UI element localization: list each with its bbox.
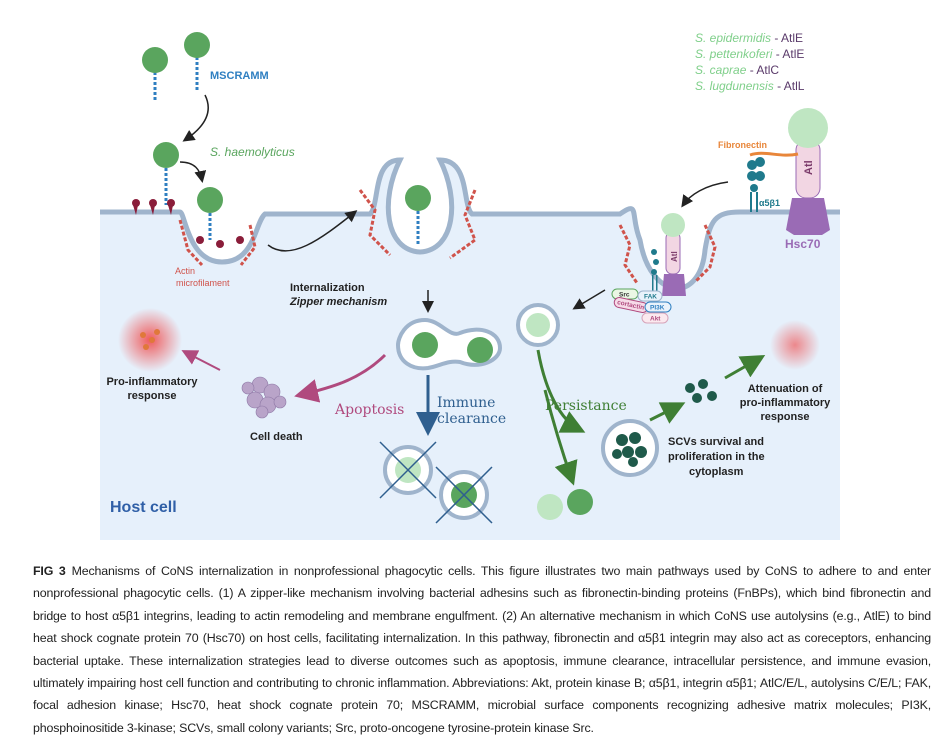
arrow-adhesion (179, 161, 207, 183)
svg-text:Akt: Akt (650, 316, 661, 323)
apoptosis-label: Apoptosis (334, 402, 404, 418)
cytokine-dots (140, 329, 160, 350)
atl-bacterium-engulfed: Atl (651, 213, 686, 296)
integrin-label: α5β1 (759, 198, 780, 208)
fibronectin-strand (749, 151, 799, 157)
pro-inflammatory-label: Pro-inflammatory (106, 376, 198, 388)
bacterium-free-light (537, 494, 563, 520)
host-cell-label: Host cell (110, 499, 177, 516)
svg-text:PI3K: PI3K (650, 305, 665, 312)
svg-text:S. pettenkoferi - AtlE: S. pettenkoferi - AtlE (695, 47, 804, 61)
svg-text:Src: Src (619, 292, 630, 299)
scv-label: SCVs survival and (668, 436, 764, 448)
signaling-proteins: Src FAK cortactin PI3K Akt (611, 288, 672, 324)
actin-label-2: microfilament (176, 278, 230, 288)
arrow-persistance (536, 349, 586, 433)
svg-text:Atl: Atl (803, 160, 815, 175)
vacuole-persistence (516, 303, 560, 347)
actin-filament-middle (358, 189, 477, 260)
bacterium-adhering (153, 142, 223, 240)
internalization-label: Internalization (290, 282, 365, 294)
species-protein: - AtlE (774, 31, 803, 45)
zipper-mechanism-label: Zipper mechanism (289, 296, 387, 308)
arrow-escape (543, 389, 578, 486)
arrow-atl-internalization (681, 181, 729, 208)
scv-vacuole (601, 419, 659, 477)
pro-inflammatory-label-2: response (128, 390, 177, 402)
bacterium-free (567, 489, 593, 515)
immune-clearance-label-2: clearance (437, 411, 506, 427)
bacterium-engulfed (405, 185, 431, 245)
species-name: S. caprae (695, 63, 747, 77)
cleared-vacuole-1 (379, 441, 437, 499)
arrow-apoptosis (294, 353, 387, 403)
species-name: S. pettenkoferi (695, 47, 773, 61)
actin-filament-left (178, 219, 257, 267)
svg-text:Atl: Atl (670, 251, 679, 262)
hsc70-receptor (786, 198, 830, 235)
dying-cell (241, 376, 287, 419)
svg-text:FAK: FAK (644, 294, 657, 301)
persistance-label: Persistance (545, 398, 627, 414)
species-name: S. lugdunensis (695, 79, 774, 93)
scv-cluster (685, 379, 717, 403)
integrin-receptors (132, 199, 244, 248)
vacuole-dividing (395, 317, 503, 371)
s-haemolyticus-label: S. haemolyticus (210, 145, 295, 159)
arrow-to-scv-cluster (649, 402, 686, 424)
cell-death-label: Cell death (250, 431, 303, 443)
attenuation-label-3: response (761, 411, 810, 423)
integrin-a5b1 (747, 157, 765, 212)
arrow-internalization (267, 210, 358, 252)
arrow-to-inflammation (181, 350, 221, 371)
actin-label: Actin (175, 266, 195, 276)
svg-text:S. caprae - AtlC: S. caprae - AtlC (695, 63, 779, 77)
species-name: S. epidermidis (695, 31, 771, 45)
species-protein: - AtlE (776, 47, 805, 61)
arrow-to-vacuole (572, 289, 606, 310)
arrow-attenuation (724, 355, 766, 380)
immune-clearance-label: Immune (437, 395, 495, 411)
atl-bacterium-large: Atl (788, 108, 828, 199)
species-protein: - AtlC (750, 63, 780, 77)
mscramm-label: MSCRAMM (210, 70, 269, 82)
arrow-mscramm (182, 94, 209, 142)
attenuation-label-2: pro-inflammatory (740, 397, 831, 409)
svg-text:S. lugdunensis - AtlL: S. lugdunensis - AtlL (695, 79, 805, 93)
caption-text: Mechanisms of CoNS internalization in no… (33, 564, 932, 735)
hsc70-label: Hsc70 (785, 237, 821, 251)
attenuation-label: Attenuation of (748, 383, 823, 395)
mechanism-illustration: MSCRAMM S. haemolyticus Actin microfilam… (100, 31, 840, 540)
fibronectin-label: Fibronectin (718, 140, 767, 150)
svg-text:S. epidermidis - AtlE: S. epidermidis - AtlE (695, 31, 803, 45)
species-list: S. epidermidis - AtlE S. pettenkoferi - … (695, 31, 805, 93)
bacterium-mscramm-2 (184, 32, 210, 90)
inflammation-glow-right (770, 320, 820, 370)
species-protein: - AtlL (777, 79, 805, 93)
scv-label-3: cytoplasm (689, 466, 744, 478)
cleared-vacuole-2 (435, 466, 493, 524)
actin-filament-right (618, 224, 717, 284)
bacterium-mscramm-1 (142, 47, 168, 100)
figure-label: FIG 3 (33, 564, 66, 578)
scv-label-2: proliferation in the (668, 451, 765, 463)
